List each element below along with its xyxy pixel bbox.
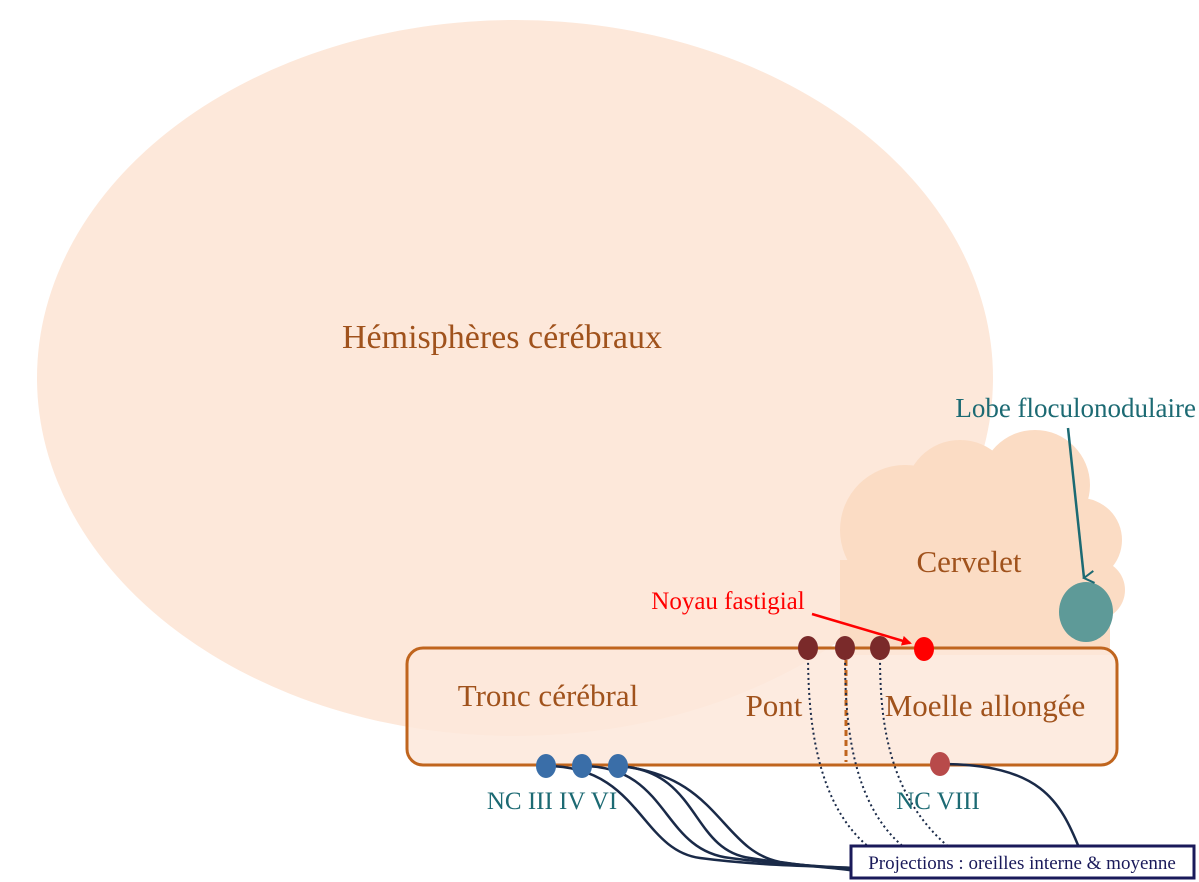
fastigial-arrow xyxy=(811,612,912,646)
fastigial-nucleus xyxy=(914,637,934,661)
projections-box: Projections : oreilles interne & moyenne xyxy=(849,844,1196,880)
pont-label: Pont xyxy=(746,688,803,723)
nc-viii-fiber xyxy=(939,762,1082,851)
lobe-label: Lobe floculonodulaire xyxy=(955,393,1196,423)
dotted-projections xyxy=(807,647,951,849)
flocculonodular-lobe xyxy=(1059,582,1113,642)
cerebral-hemispheres-shape xyxy=(37,20,993,736)
tronc-label: Tronc cérébral xyxy=(458,678,638,713)
moelle-label: Moelle allongée xyxy=(885,688,1086,723)
brainstem-shape xyxy=(405,646,1119,767)
nc-vi-nucleus xyxy=(608,754,628,778)
nc-viii-nucleus xyxy=(930,752,950,776)
pontine-nucleus-2 xyxy=(835,636,855,660)
nc-viii-label: NC VIII xyxy=(896,788,980,815)
nc-oculo-label: NC III IV VI xyxy=(487,788,617,815)
nc-iii-nucleus xyxy=(536,754,556,778)
oculomotor-fibers xyxy=(545,764,856,873)
projections-label: Projections : oreilles interne & moyenne xyxy=(868,853,1176,874)
lobe-arrow xyxy=(1066,427,1096,584)
noyau-label: Noyau fastigial xyxy=(651,588,804,615)
hemispheres-label: Hémisphères cérébraux xyxy=(342,319,662,356)
pontine-nucleus-1 xyxy=(798,636,818,660)
cervelet-label: Cervelet xyxy=(916,544,1021,579)
pontine-nucleus-3 xyxy=(870,636,890,660)
nc-iv-nucleus xyxy=(572,754,592,778)
